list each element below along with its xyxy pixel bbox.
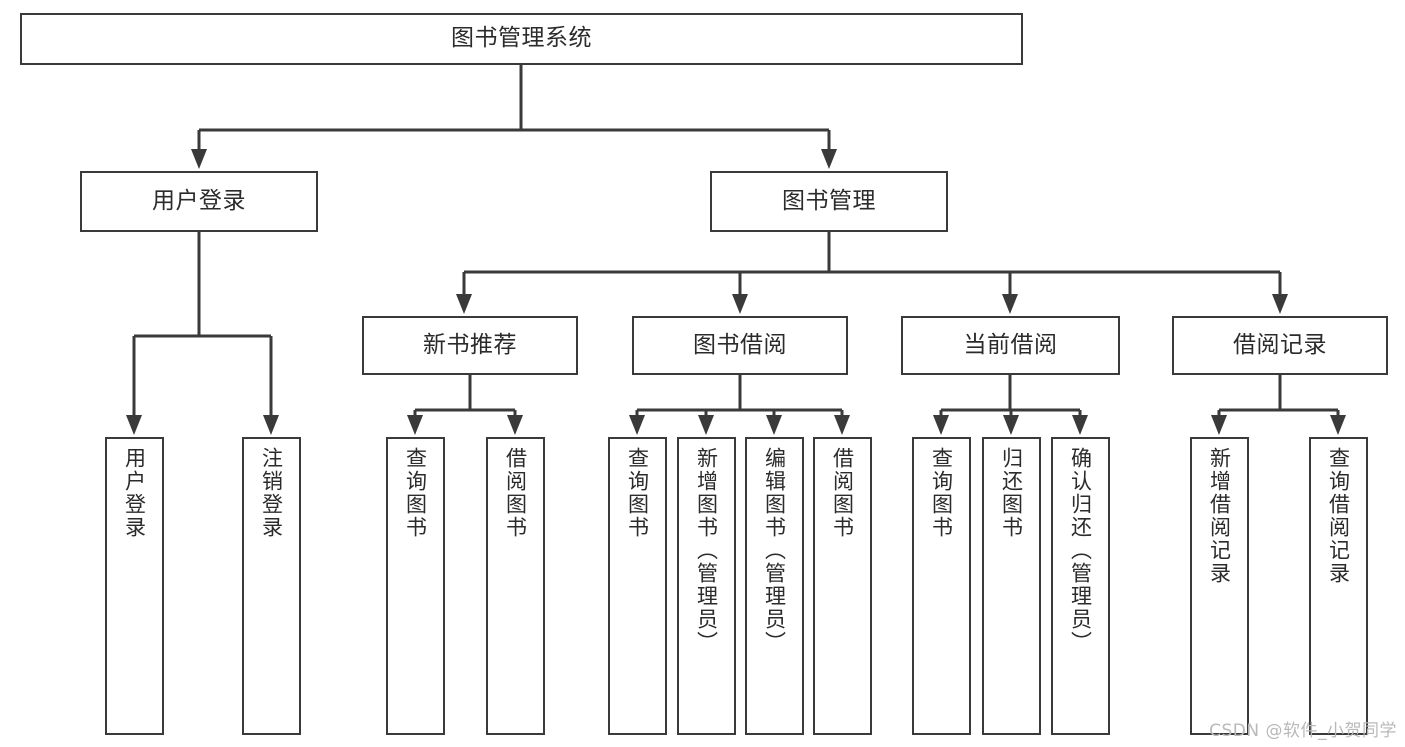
node-label: 图书管理系统	[451, 25, 592, 52]
leaf-borrow-borrow-book[interactable]: 借阅图书	[813, 437, 872, 735]
leaf-borrow-edit-book[interactable]: 编辑图书（管理员）	[745, 437, 804, 735]
node-label: 确认归还（管理员）	[1068, 447, 1093, 654]
node-label: 新增借阅记录	[1207, 447, 1232, 585]
leaf-borrow-query-book[interactable]: 查询图书	[608, 437, 667, 735]
leaf-current-confirm-return[interactable]: 确认归还（管理员）	[1051, 437, 1110, 735]
node-current-borrowing[interactable]: 当前借阅	[901, 316, 1120, 375]
leaf-user-logout[interactable]: 注销登录	[242, 437, 301, 735]
node-label: 编辑图书（管理员）	[762, 447, 787, 654]
node-user-login-module[interactable]: 用户登录	[80, 171, 318, 232]
leaf-record-add[interactable]: 新增借阅记录	[1190, 437, 1249, 735]
node-label: 用户登录	[152, 187, 246, 214]
leaf-record-query[interactable]: 查询借阅记录	[1309, 437, 1368, 735]
node-label: 归还图书	[999, 447, 1024, 539]
node-label: 用户登录	[122, 447, 147, 539]
leaf-borrow-add-book[interactable]: 新增图书（管理员）	[677, 437, 736, 735]
node-label: 借阅图书	[830, 447, 855, 539]
node-label: 借阅图书	[503, 447, 528, 539]
node-label: 新书推荐	[423, 331, 517, 358]
node-root-system[interactable]: 图书管理系统	[20, 13, 1023, 65]
node-label: 查询图书	[403, 447, 428, 539]
node-new-book-recommendation[interactable]: 新书推荐	[362, 316, 578, 375]
node-label: 查询图书	[929, 447, 954, 539]
node-borrowing-record[interactable]: 借阅记录	[1172, 316, 1388, 375]
node-label: 图书管理	[782, 187, 876, 214]
leaf-user-login[interactable]: 用户登录	[105, 437, 164, 735]
node-label: 图书借阅	[693, 331, 787, 358]
node-book-borrowing[interactable]: 图书借阅	[632, 316, 848, 375]
node-label: 查询借阅记录	[1326, 447, 1351, 585]
node-label: 注销登录	[259, 447, 284, 539]
node-label: 借阅记录	[1233, 331, 1327, 358]
leaf-current-return-book[interactable]: 归还图书	[982, 437, 1041, 735]
leaf-new-book-query[interactable]: 查询图书	[386, 437, 445, 735]
csdn-watermark: CSDN @软件_小贺同学	[1209, 721, 1397, 741]
node-label: 查询图书	[625, 447, 650, 539]
leaf-current-query-book[interactable]: 查询图书	[912, 437, 971, 735]
leaf-new-book-borrow[interactable]: 借阅图书	[486, 437, 545, 735]
node-book-management-module[interactable]: 图书管理	[710, 171, 948, 232]
node-label: 新增图书（管理员）	[694, 447, 719, 654]
node-label: 当前借阅	[963, 331, 1058, 358]
